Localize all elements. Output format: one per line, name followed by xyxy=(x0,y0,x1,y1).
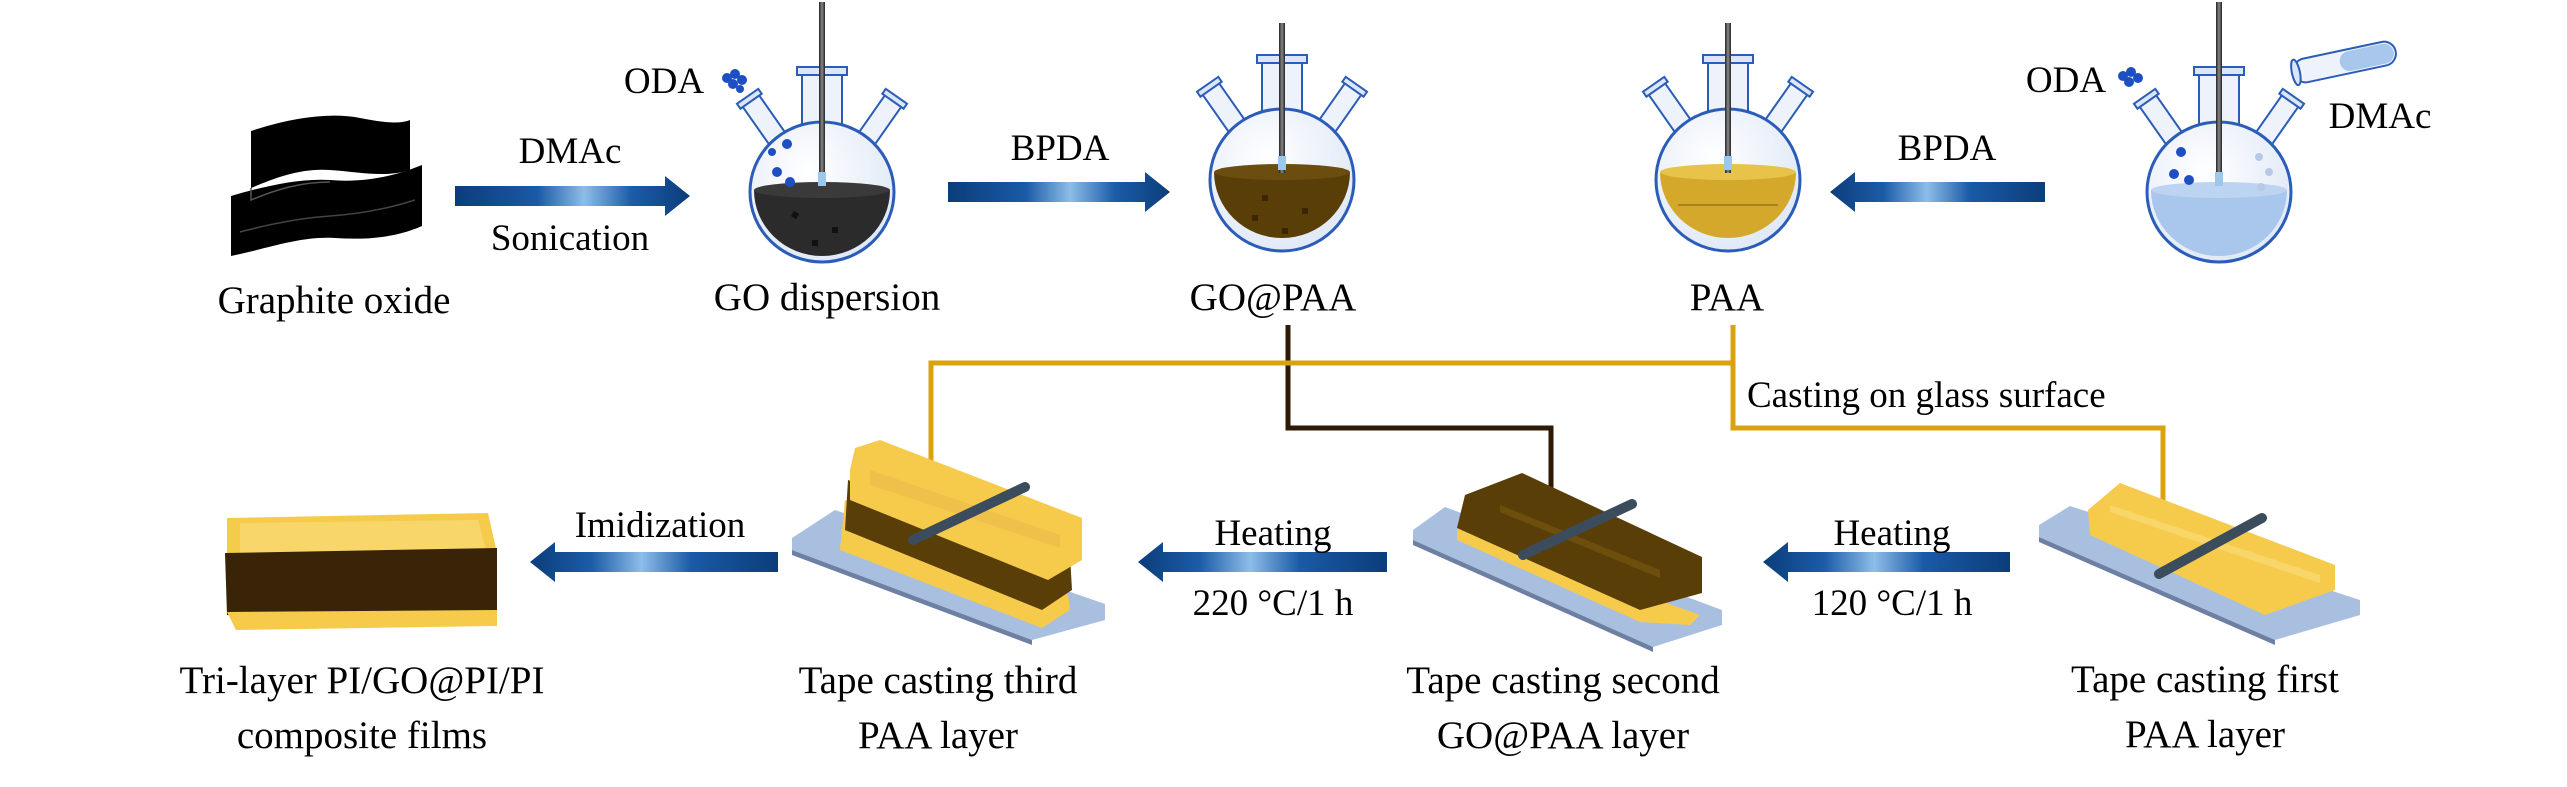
tape-casting-first-icon xyxy=(2039,483,2360,645)
third-label-line2: PAA layer xyxy=(858,714,1018,757)
arrow-imidization xyxy=(530,542,778,582)
arrow-bpda-left xyxy=(1830,172,2045,212)
casting-connector-lines xyxy=(928,325,2166,527)
flask-go-dispersion-icon xyxy=(735,2,909,264)
imidization-label: Imidization xyxy=(575,505,746,546)
test-tube-icon xyxy=(2290,40,2397,87)
arrow1-bottom-label: Sonication xyxy=(491,218,649,259)
arrow-dmac-sonication xyxy=(455,176,690,216)
first-label-line1: Tape casting first xyxy=(2071,658,2339,701)
arrow-bpda-right xyxy=(948,172,1170,212)
arrow-heating-220 xyxy=(1138,542,1387,582)
heating-220-top-label: Heating xyxy=(1214,513,1331,554)
go-dispersion-label: GO dispersion xyxy=(714,276,940,319)
oda-label-left: ODA xyxy=(624,61,704,102)
tape-casting-second-icon xyxy=(1413,473,1722,652)
flask-oda-dmac-icon xyxy=(2132,2,2306,264)
arrow2-top-label: BPDA xyxy=(1011,128,1110,169)
final-label-line2: composite films xyxy=(237,714,487,757)
second-label-line1: Tape casting second xyxy=(1406,659,1720,702)
heating-120-top-label: Heating xyxy=(1833,513,1950,554)
graphite-oxide-icon xyxy=(231,115,422,256)
final-label-line1: Tri-layer PI/GO@PI/PI xyxy=(180,659,545,702)
trilayer-film-icon xyxy=(225,513,497,630)
arrow-heating-120 xyxy=(1763,542,2010,582)
tape-casting-third-icon xyxy=(792,440,1105,645)
dmac-label-right: DMAc xyxy=(2329,96,2432,137)
casting-label: Casting on glass surface xyxy=(1747,375,2106,416)
third-label-line1: Tape casting third xyxy=(799,659,1078,702)
oda-particles-icon xyxy=(722,69,747,93)
paa-label: PAA xyxy=(1690,276,1764,319)
go-paa-label: GO@PAA xyxy=(1190,276,1357,319)
heating-120-bottom-label: 120 °C/1 h xyxy=(1812,583,1973,624)
oda-label-right: ODA xyxy=(2026,60,2106,101)
heating-220-bottom-label: 220 °C/1 h xyxy=(1193,583,1354,624)
flask-go-paa-icon xyxy=(1195,23,1369,253)
first-label-line2: PAA layer xyxy=(2125,713,2285,756)
graphite-oxide-label: Graphite oxide xyxy=(218,279,451,322)
flask-paa-icon xyxy=(1641,23,1815,253)
arrow1-top-label: DMAc xyxy=(519,131,622,172)
oda-particles-icon xyxy=(2118,67,2143,87)
arrow3-top-label: BPDA xyxy=(1898,128,1997,169)
second-label-line2: GO@PAA layer xyxy=(1437,714,1689,757)
